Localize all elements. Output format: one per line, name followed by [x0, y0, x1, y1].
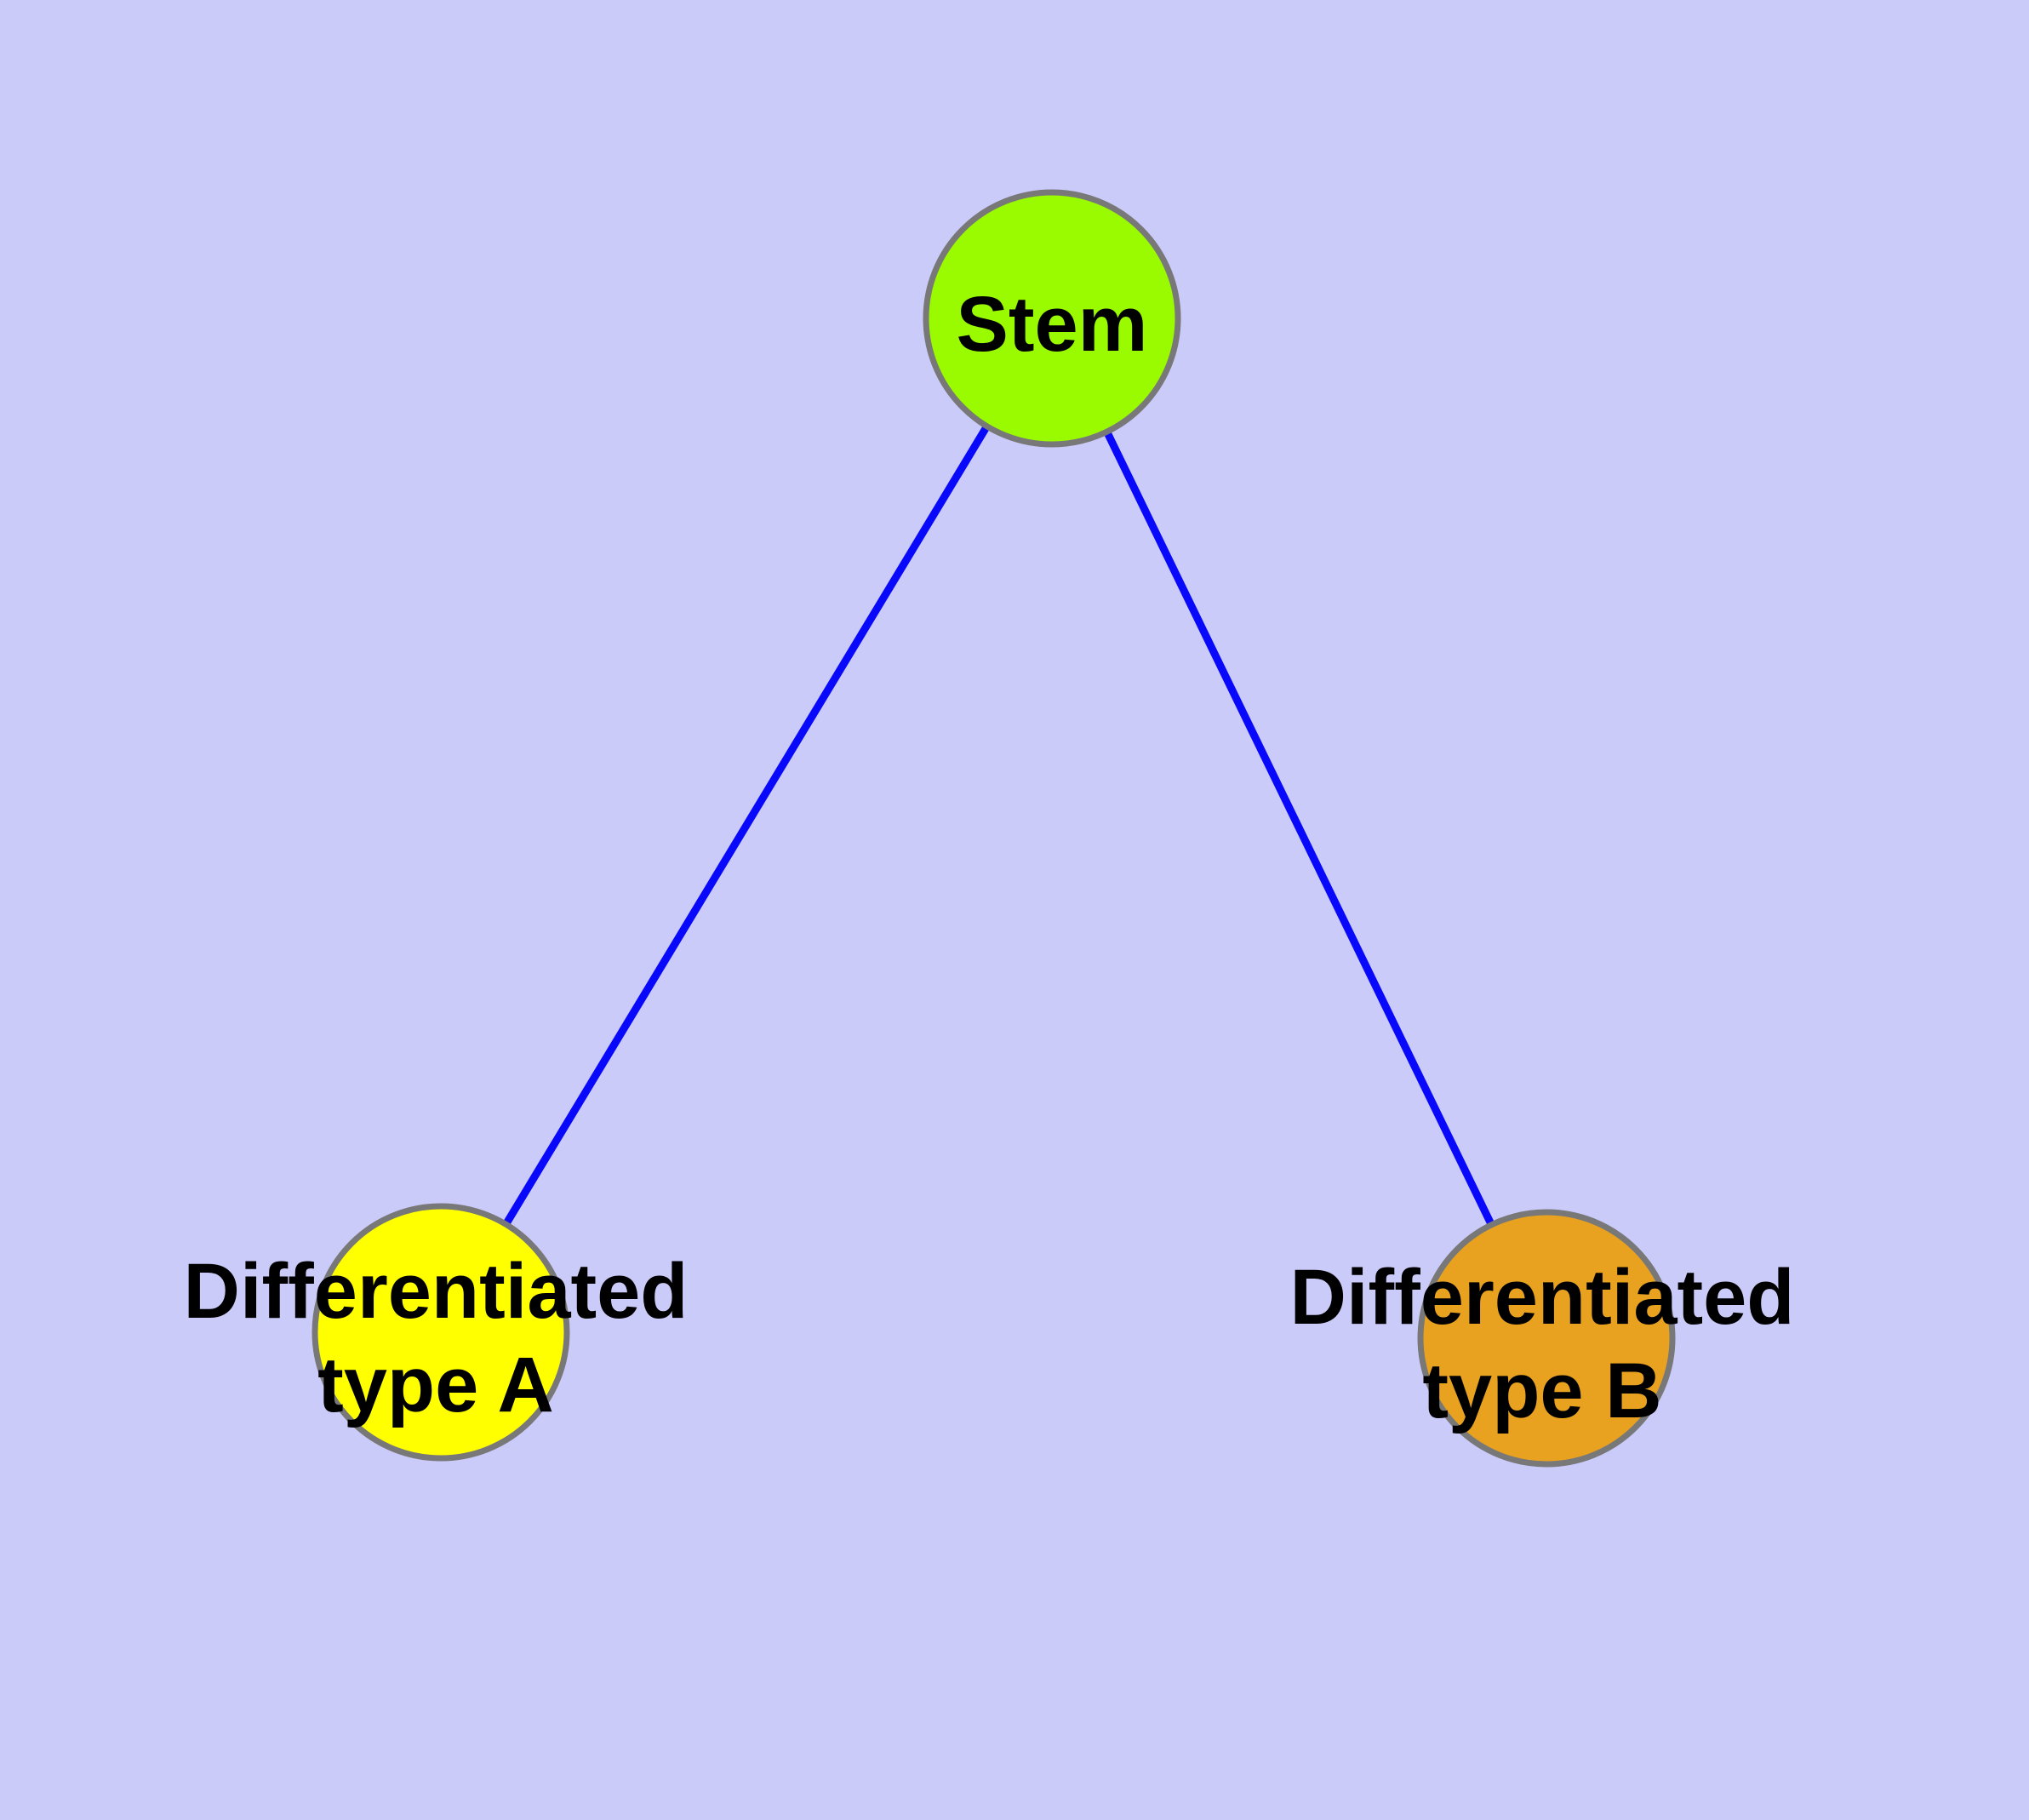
node-differentiated-type-b-circle: [1417, 1209, 1676, 1468]
node-differentiated-type-a-label-line2: type A: [317, 1342, 554, 1428]
node-differentiated-type-a-label-line1: Differentiated: [184, 1248, 689, 1335]
node-differentiated-type-a: Differentiated type A: [184, 1203, 689, 1462]
node-stem-circle: [923, 189, 1181, 448]
node-stem-label: Stem: [957, 281, 1148, 368]
edge-stem-to-type-b: [1048, 317, 1551, 1340]
node-differentiated-type-b-label-line1: Differentiated: [1290, 1254, 1795, 1341]
edge-stem-to-type-a: [437, 316, 1055, 1335]
node-differentiated-type-b: Differentiated type B: [1290, 1209, 1795, 1468]
node-stem: Stem: [923, 189, 1181, 448]
node-differentiated-type-a-circle: [311, 1203, 570, 1462]
node-differentiated-type-b-label-line2: type B: [1422, 1348, 1661, 1434]
